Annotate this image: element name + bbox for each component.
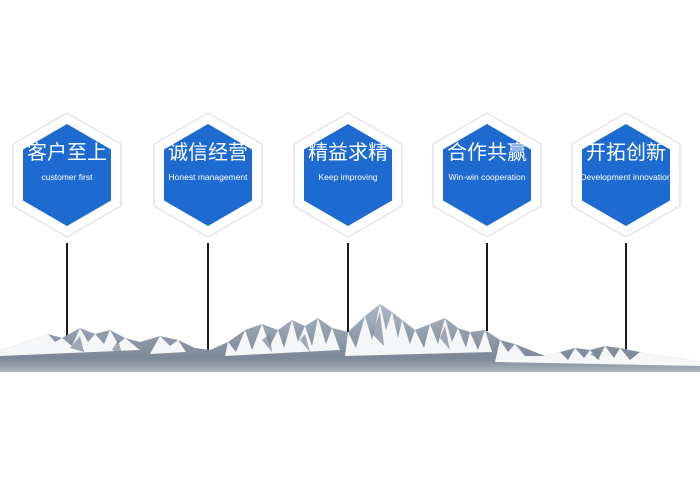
hexagon-badge: 精益求精 Keep improving [288,110,408,240]
value-item-honest-management: 诚信经营 Honest management [148,0,268,360]
value-item-win-win-cooperation: 合作共赢 Win-win cooperation [427,0,547,360]
hexagon-badge-icon [12,112,122,238]
value-title-en: Win-win cooperation [448,172,526,182]
value-title-en: Development innovation [580,172,672,182]
value-item-development-innovation: 开拓创新 Development innovation [566,0,686,360]
value-title-en: customer first [41,172,93,182]
hexagon-badge: 客户至上 customer first [7,110,127,240]
connector-line [347,243,349,338]
value-title-en: Honest management [168,172,248,182]
value-title-zh: 诚信经营 [168,140,248,164]
hexagon-badge-icon [571,112,681,238]
connector-line [625,243,627,353]
connector-line [207,243,209,353]
hexagon-badge-icon [293,112,403,238]
hexagon-badge: 诚信经营 Honest management [148,110,268,240]
value-title-zh: 合作共赢 [447,140,527,164]
value-title-zh: 开拓创新 [586,140,666,164]
value-title-en: Keep improving [318,172,378,182]
hexagon-badge: 合作共赢 Win-win cooperation [427,110,547,240]
hexagon-badge: 开拓创新 Development innovation [566,110,686,240]
connector-line [486,243,488,331]
mountain-range-image [0,304,700,390]
hexagon-badge-icon [153,112,263,238]
value-title-zh: 客户至上 [27,140,107,164]
value-item-keep-improving: 精益求精 Keep improving [288,0,408,360]
connector-line [66,243,68,338]
value-item-customer-first: 客户至上 customer first [7,0,127,360]
hexagon-badge-icon [432,112,542,238]
value-title-zh: 精益求精 [308,140,388,164]
